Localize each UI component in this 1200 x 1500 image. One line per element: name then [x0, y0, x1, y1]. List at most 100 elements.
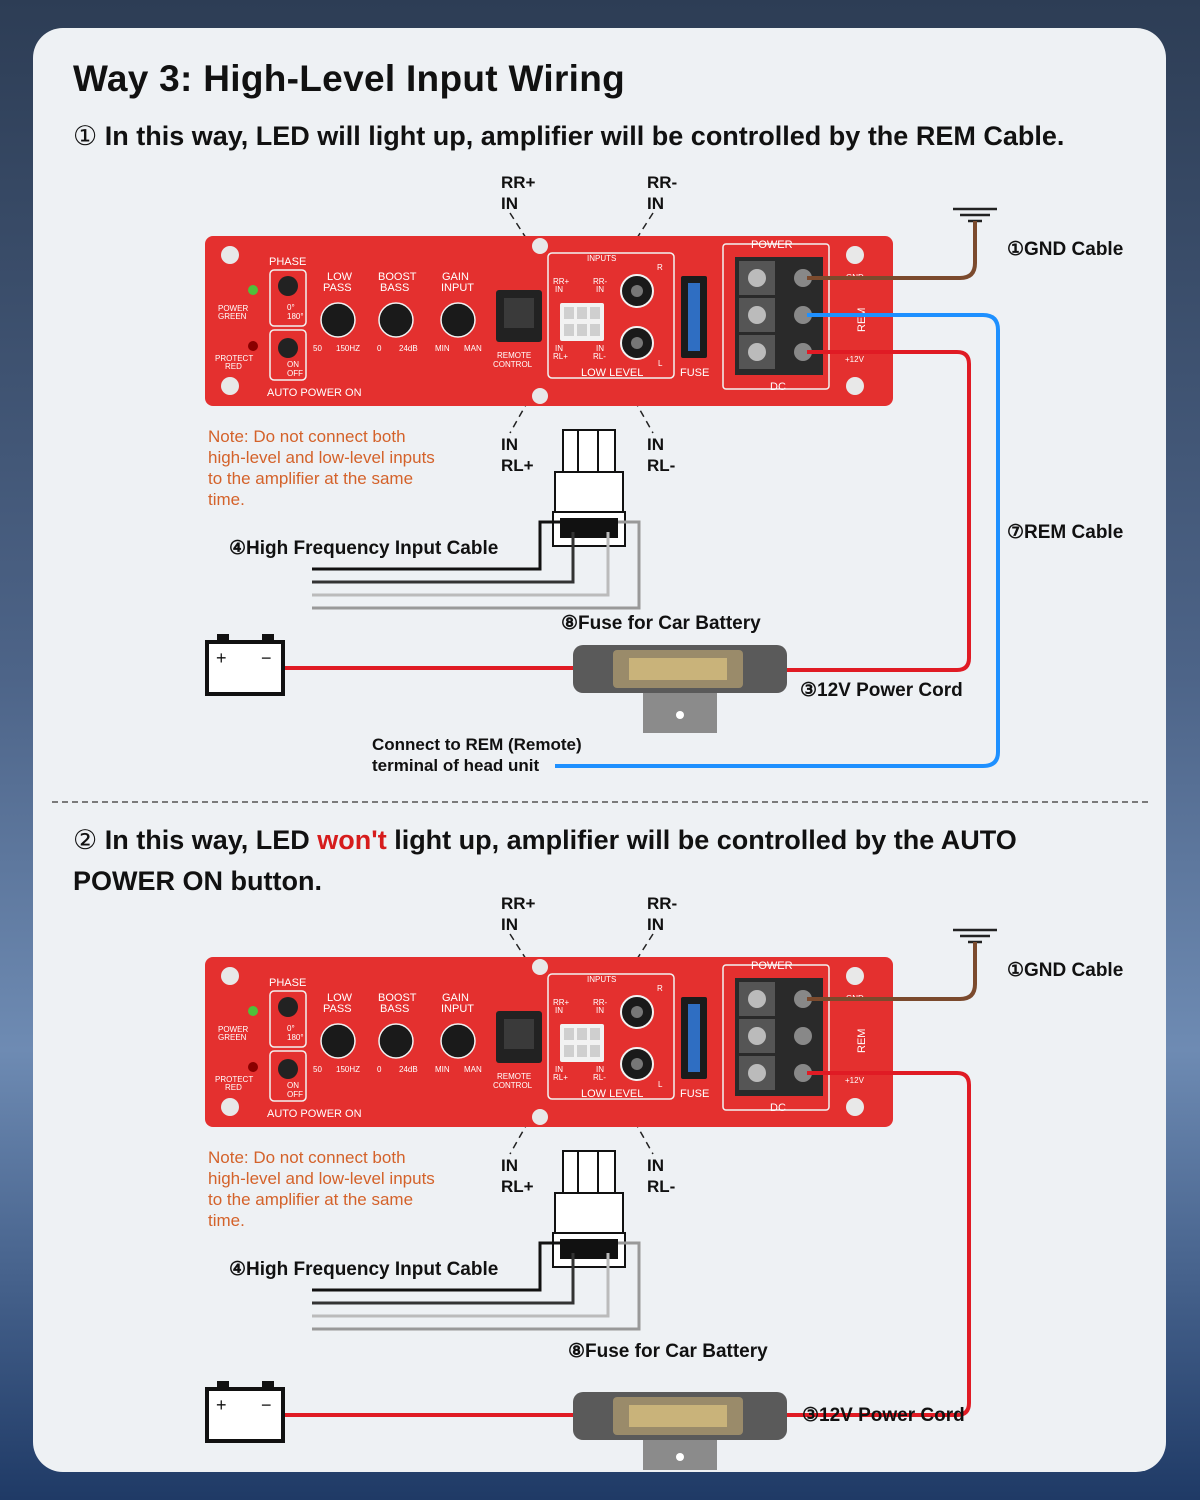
phase-opt-1: 180° — [287, 312, 304, 321]
low-level-label: LOW LEVEL — [581, 367, 643, 379]
phase-label: PHASE — [269, 256, 306, 268]
power-wire — [785, 350, 971, 672]
gain-input-knob-icon — [440, 302, 476, 338]
page-title: Way 3: High-Level Input Wiring — [73, 58, 626, 99]
svg-text:0°: 0° — [287, 1024, 295, 1033]
diagram-2-graphics: POWER GREEN PROTECT RED PHASE 0° 180° ON… — [205, 928, 997, 1470]
svg-text:BOOST: BOOST — [378, 992, 417, 1004]
low-pass-label-1: LOW — [327, 271, 353, 283]
svg-text:50: 50 — [313, 1065, 322, 1074]
gnd-wire — [807, 942, 977, 1001]
low-pass-knob-icon — [320, 1023, 356, 1059]
svg-text:GAIN: GAIN — [442, 992, 469, 1004]
diagram-2: POWER GREEN PROTECT RED PHASE 0° 180° ON… — [33, 749, 1166, 1472]
power-cord-label: ③12V Power Cord — [800, 680, 963, 701]
auto-switch-icon — [278, 338, 298, 358]
gnd-wire — [807, 221, 977, 280]
svg-text:DC: DC — [770, 1102, 786, 1114]
boost-bass-label-2: BASS — [380, 282, 409, 294]
step-2-text-line2: POWER ON button. — [73, 866, 322, 896]
power-led-icon — [248, 1006, 258, 1016]
harness-wire-3 — [312, 532, 610, 597]
protect-led-icon — [248, 341, 258, 351]
screw-hole — [846, 246, 864, 264]
step-2-highlight: won't — [317, 825, 387, 855]
svg-text:INPUT: INPUT — [441, 1003, 474, 1015]
boost-bass-label-1: BOOST — [378, 271, 417, 283]
conn-pin-rr-plus: RR+ — [553, 277, 570, 286]
battery-icon — [205, 1381, 285, 1443]
ground-icon — [953, 928, 997, 944]
remote-label-1: REMOTE — [497, 351, 531, 360]
rr-plus-label: RR+IN — [501, 173, 536, 213]
svg-text:−: − — [261, 1395, 272, 1415]
boost-bass-knob-icon — [378, 1023, 414, 1059]
rr-plus-label: RR+IN — [501, 894, 536, 934]
boost-min: 0 — [377, 344, 382, 353]
protect-led-label-2: RED — [225, 362, 242, 371]
section-1-heading: ① In this way, LED will light up, amplif… — [73, 116, 1064, 157]
harness-plug-icon — [552, 1150, 626, 1268]
fuse-label: ⑧Fuse for Car Battery — [568, 1341, 768, 1362]
battery-icon — [205, 634, 285, 696]
auto-opt-0: ON — [287, 360, 299, 369]
diagram-1: POWER GREEN PROTECT RED PHASE 0° 180° ON… — [33, 28, 1166, 798]
diagram-1-graphics: POWER GREEN PROTECT RED PHASE 0° 180° ON… — [205, 207, 1000, 768]
boost-max: 24dB — [399, 344, 418, 353]
svg-text:IN: IN — [596, 1065, 604, 1074]
screw-hole — [846, 377, 864, 395]
inline-fuse-icon — [573, 1392, 787, 1470]
low-pass-knob-icon — [320, 302, 356, 338]
v12-terminal-label: +12V — [845, 355, 865, 364]
svg-text:MAN: MAN — [464, 1065, 482, 1074]
conn-pin-rl-minus-in: IN — [596, 344, 604, 353]
svg-text:24dB: 24dB — [399, 1065, 418, 1074]
svg-text:OFF: OFF — [287, 1090, 303, 1099]
harness-wire-4 — [312, 520, 641, 610]
conn-pin-rr-minus: RR- — [593, 277, 608, 286]
wiring-note: Note: Do not connect both high-level and… — [208, 1148, 435, 1230]
svg-text:INPUTS: INPUTS — [587, 975, 616, 984]
svg-text:AUTO POWER ON: AUTO POWER ON — [267, 1108, 362, 1120]
power-led-label-2: GREEN — [218, 312, 247, 321]
wiring-note: Note: Do not connect both high-level and… — [208, 427, 435, 509]
phase-switch-icon — [278, 997, 298, 1017]
step-2-text-b: light up, amplifier will be controlled b… — [386, 825, 1017, 855]
battery-minus: − — [261, 648, 272, 668]
svg-text:IN: IN — [555, 1065, 563, 1074]
svg-text:RR+: RR+ — [553, 998, 570, 1007]
power-cord-label: ③12V Power Cord — [802, 1405, 965, 1426]
svg-text:REM: REM — [856, 1029, 868, 1053]
harness-wire-1 — [312, 520, 560, 571]
svg-text:CONTROL: CONTROL — [493, 1081, 533, 1090]
gnd-cable-label: ①GND Cable — [1007, 960, 1124, 981]
svg-text:BASS: BASS — [380, 1003, 409, 1015]
svg-text:PASS: PASS — [323, 1003, 352, 1015]
svg-text:L: L — [658, 1080, 663, 1089]
battery-plus: + — [216, 648, 227, 668]
boost-bass-knob-icon — [378, 302, 414, 338]
svg-text:PHASE: PHASE — [269, 977, 306, 989]
svg-text:IN: IN — [596, 1006, 604, 1015]
gain-input-label-1: GAIN — [442, 271, 469, 283]
gain-input-knob-icon — [440, 1023, 476, 1059]
step-2-marker: ② — [73, 825, 98, 855]
amp-fuse-label: FUSE — [680, 367, 709, 379]
svg-text:PROTECT: PROTECT — [215, 1075, 253, 1084]
protect-led-label-1: PROTECT — [215, 354, 253, 363]
conn-pin-rr-minus-in: IN — [596, 285, 604, 294]
rr-minus-label: RR-IN — [647, 173, 678, 213]
amplifier-body — [205, 957, 893, 1127]
svg-text:LOW: LOW — [327, 992, 353, 1004]
svg-text:+: + — [216, 1395, 227, 1415]
power-led-icon — [248, 285, 258, 295]
svg-text:180°: 180° — [287, 1033, 304, 1042]
conn-pin-rl-plus-in: IN — [555, 344, 563, 353]
screw-hole — [532, 238, 548, 254]
step-2-text-a: In this way, LED — [104, 825, 318, 855]
fuse-label: ⑧Fuse for Car Battery — [561, 613, 761, 634]
rem-wire — [555, 313, 1000, 768]
dc-label: DC — [770, 381, 786, 393]
